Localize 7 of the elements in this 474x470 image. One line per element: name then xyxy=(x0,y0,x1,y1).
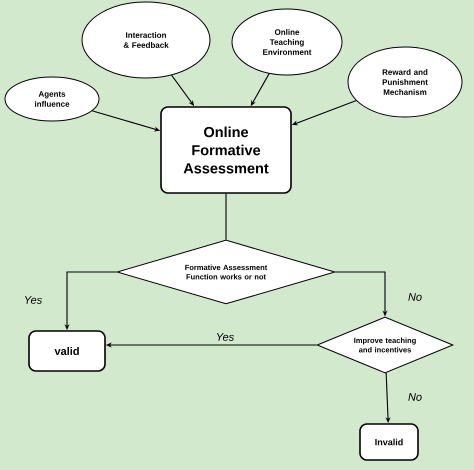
process-box: Online Formative Assessment xyxy=(160,106,292,194)
edge-label: No xyxy=(408,393,422,401)
edge-label: No xyxy=(408,293,422,301)
result-box: valid xyxy=(28,330,106,372)
edge-label: Yes xyxy=(216,333,234,341)
edge-label: Yes xyxy=(24,296,42,304)
result-box: Invalid xyxy=(359,423,419,461)
